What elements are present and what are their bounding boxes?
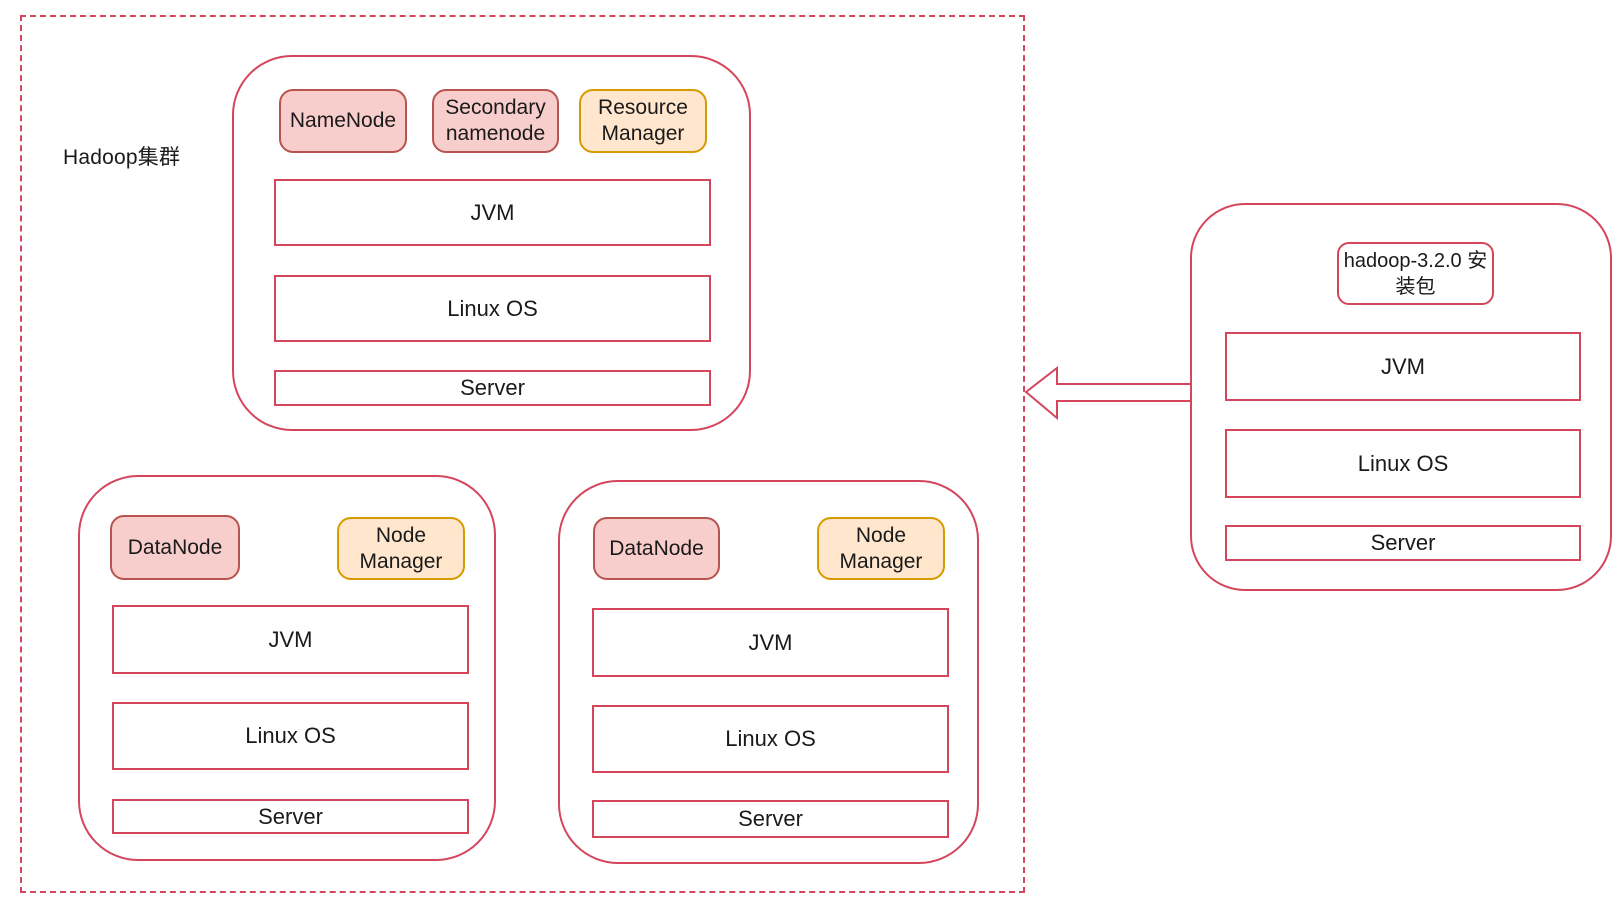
layer-jvm: JVM	[112, 605, 469, 674]
layer-server: Server	[112, 799, 469, 834]
badge-node-manager: Node Manager	[817, 517, 945, 580]
layer-jvm: JVM	[592, 608, 949, 677]
cluster-label: Hadoop集群	[63, 146, 181, 169]
badge-datanode: DataNode	[593, 517, 720, 580]
layer-linux-os: Linux OS	[112, 702, 469, 770]
installer-package-badge: hadoop-3.2.0 安装包	[1337, 242, 1494, 305]
badge-resource-manager: Resource Manager	[579, 89, 707, 153]
layer-linux-os: Linux OS	[592, 705, 949, 773]
layer-linux-os: Linux OS	[274, 275, 711, 342]
badge-datanode: DataNode	[110, 515, 240, 580]
layer-jvm: JVM	[274, 179, 711, 246]
installer-box: hadoop-3.2.0 安装包 JVM Linux OS Server	[1190, 203, 1612, 591]
worker-node-2: DataNode Node Manager JVM Linux OS Serve…	[558, 480, 979, 864]
layer-server: Server	[274, 370, 711, 406]
layer-linux-os: Linux OS	[1225, 429, 1581, 498]
worker-node-1: DataNode Node Manager JVM Linux OS Serve…	[78, 475, 496, 861]
layer-jvm: JVM	[1225, 332, 1581, 401]
badge-node-manager: Node Manager	[337, 517, 465, 580]
badge-secondary-namenode: Secondary namenode	[432, 89, 559, 153]
cluster-boundary	[20, 15, 1025, 893]
layer-server: Server	[1225, 525, 1581, 561]
badge-namenode: NameNode	[279, 89, 407, 153]
layer-server: Server	[592, 800, 949, 838]
master-node: NameNode Secondary namenode Resource Man…	[232, 55, 751, 431]
